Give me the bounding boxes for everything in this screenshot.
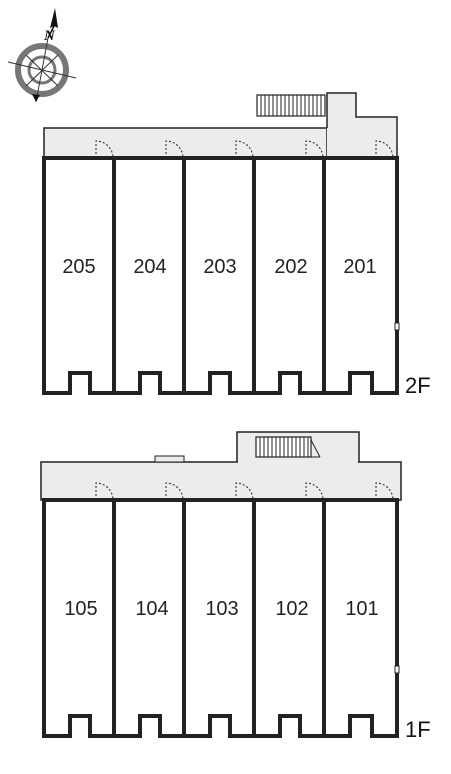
unit-label: 204 <box>133 256 166 278</box>
floor-2-units: 205 204 203 202 201 <box>62 256 376 278</box>
unit-label: 202 <box>274 256 307 278</box>
floor-1: 105 104 103 102 101 1F <box>40 431 431 742</box>
unit-label: 103 <box>205 598 238 620</box>
unit-label: 101 <box>345 598 378 620</box>
floor-2: 205 204 203 202 201 2F <box>42 92 431 398</box>
door-icons <box>95 482 394 501</box>
floor-label: 2F <box>405 373 431 398</box>
compass-rose-icon <box>7 8 77 103</box>
unit-label: 104 <box>135 598 168 620</box>
stairs-icon <box>255 436 321 458</box>
unit-label: 105 <box>64 598 97 620</box>
unit-label: 205 <box>62 256 95 278</box>
north-label: N <box>43 28 56 44</box>
unit-label: 203 <box>203 256 236 278</box>
stairs-icon <box>256 94 326 117</box>
floor-1-units: 105 104 103 102 101 <box>64 598 378 620</box>
unit-label: 201 <box>343 256 376 278</box>
unit-label: 102 <box>275 598 308 620</box>
floor-label: 1F <box>405 717 431 742</box>
compass: N <box>7 8 77 103</box>
door-icons <box>95 140 394 159</box>
